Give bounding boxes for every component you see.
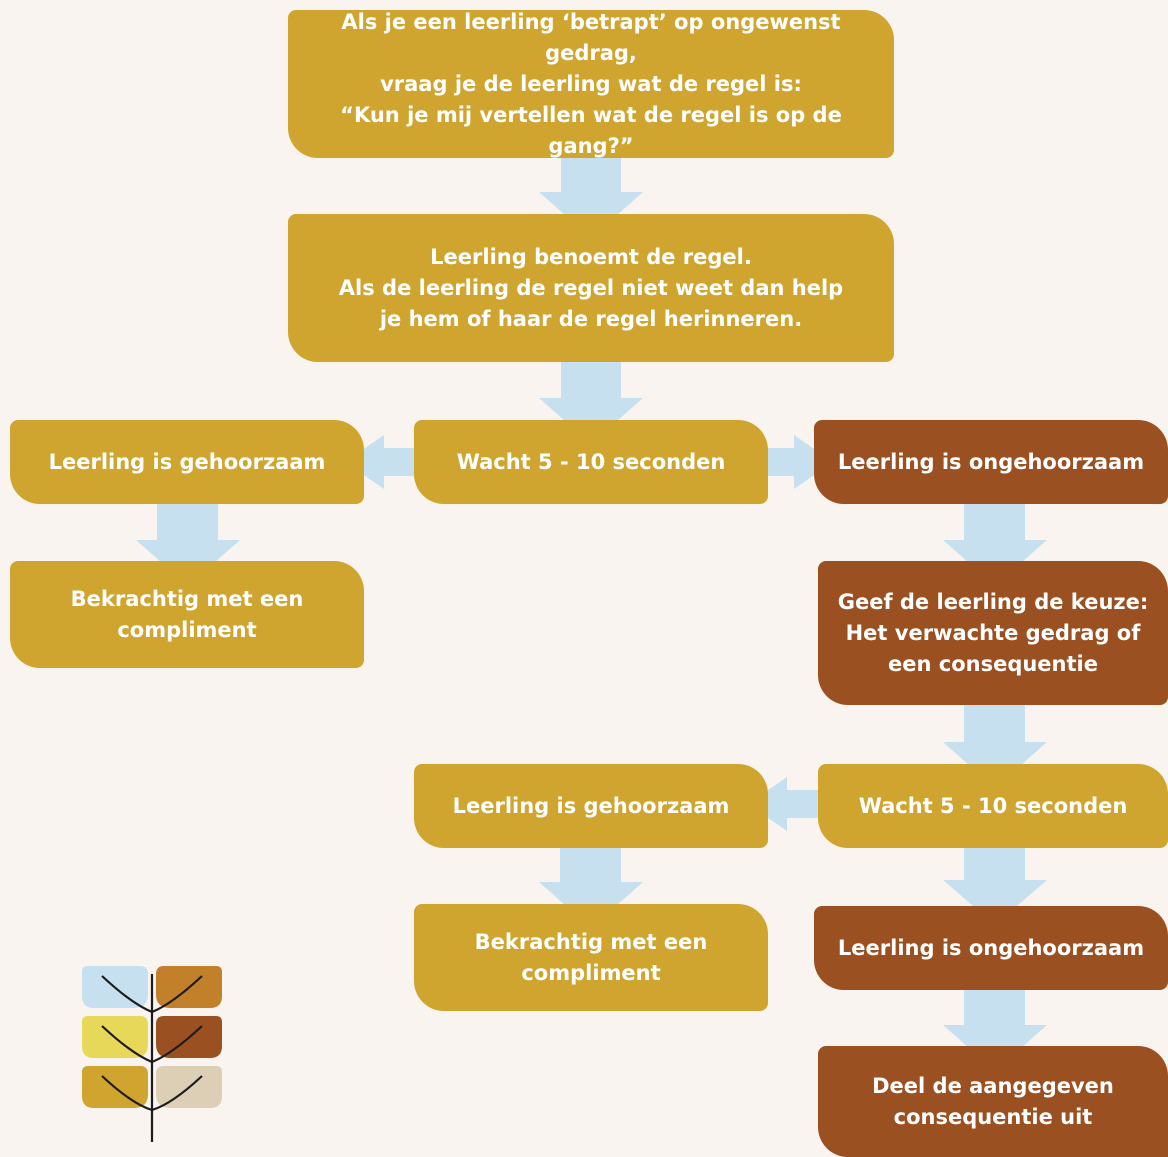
choice-line-3: een consequentie — [888, 651, 1098, 676]
wait-box-1: Wacht 5 - 10 seconden — [414, 420, 768, 504]
wait-label-1: Wacht 5 - 10 seconden — [456, 449, 726, 474]
wait-box-2: Wacht 5 - 10 seconden — [818, 764, 1168, 848]
start-line-1: Als je een leerling ‘betrapt’ op ongewen… — [341, 9, 841, 65]
start-box: Als je een leerling ‘betrapt’ op ongewen… — [288, 10, 894, 158]
consequence-line-1: Deel de aangegeven — [872, 1073, 1114, 1098]
leaf-plant-logo — [82, 966, 222, 1142]
disobedient-box-2: Leerling is ongehoorzaam — [814, 906, 1168, 990]
rule-named-line-3: je hem of haar de regel herinneren. — [379, 306, 803, 331]
disobedient-label-1: Leerling is ongehoorzaam — [837, 449, 1145, 474]
choice-line-2: Het verwachte gedrag of — [845, 620, 1141, 645]
start-line-3: “Kun je mij vertellen wat de regel is op… — [340, 102, 842, 158]
reinforce-2-line-1: Bekrachtig met een — [474, 929, 708, 954]
obedient-label-1: Leerling is gehoorzaam — [48, 449, 326, 474]
reinforce-2-line-2: compliment — [521, 960, 661, 985]
reinforce-1-line-1: Bekrachtig met een — [70, 586, 304, 611]
obedient-box-1: Leerling is gehoorzaam — [10, 420, 364, 504]
arrow-right-1 — [748, 435, 833, 489]
disobedient-label-2: Leerling is ongehoorzaam — [837, 935, 1145, 960]
consequence-line-2: consequentie uit — [893, 1104, 1093, 1129]
choice-line-1: Geef de leerling de keuze: — [837, 589, 1149, 614]
consequence-box: Deel de aangegeven consequentie uit — [818, 1046, 1168, 1157]
disobedient-box-1: Leerling is ongehoorzaam — [814, 420, 1168, 504]
rule-named-box: Leerling benoemt de regel. Als de leerli… — [288, 214, 894, 362]
reinforce-box-2: Bekrachtig met een compliment — [414, 904, 768, 1011]
arrow-down-2 — [539, 347, 643, 444]
obedient-label-2: Leerling is gehoorzaam — [452, 793, 730, 818]
start-line-2: vraag je de leerling wat de regel is: — [380, 71, 802, 96]
choice-box: Geef de leerling de keuze: Het verwachte… — [818, 561, 1168, 705]
rule-named-line-1: Leerling benoemt de regel. — [430, 244, 752, 269]
wait-label-2: Wacht 5 - 10 seconden — [858, 793, 1128, 818]
reinforce-box-1: Bekrachtig met een compliment — [10, 561, 364, 668]
arrow-left-1 — [345, 435, 430, 489]
rule-named-line-2: Als de leerling de regel niet weet dan h… — [338, 275, 844, 300]
obedient-box-2: Leerling is gehoorzaam — [414, 764, 768, 848]
arrow-left-2 — [748, 777, 833, 831]
reinforce-1-line-2: compliment — [117, 617, 257, 642]
arrow-down-7 — [943, 833, 1047, 925]
